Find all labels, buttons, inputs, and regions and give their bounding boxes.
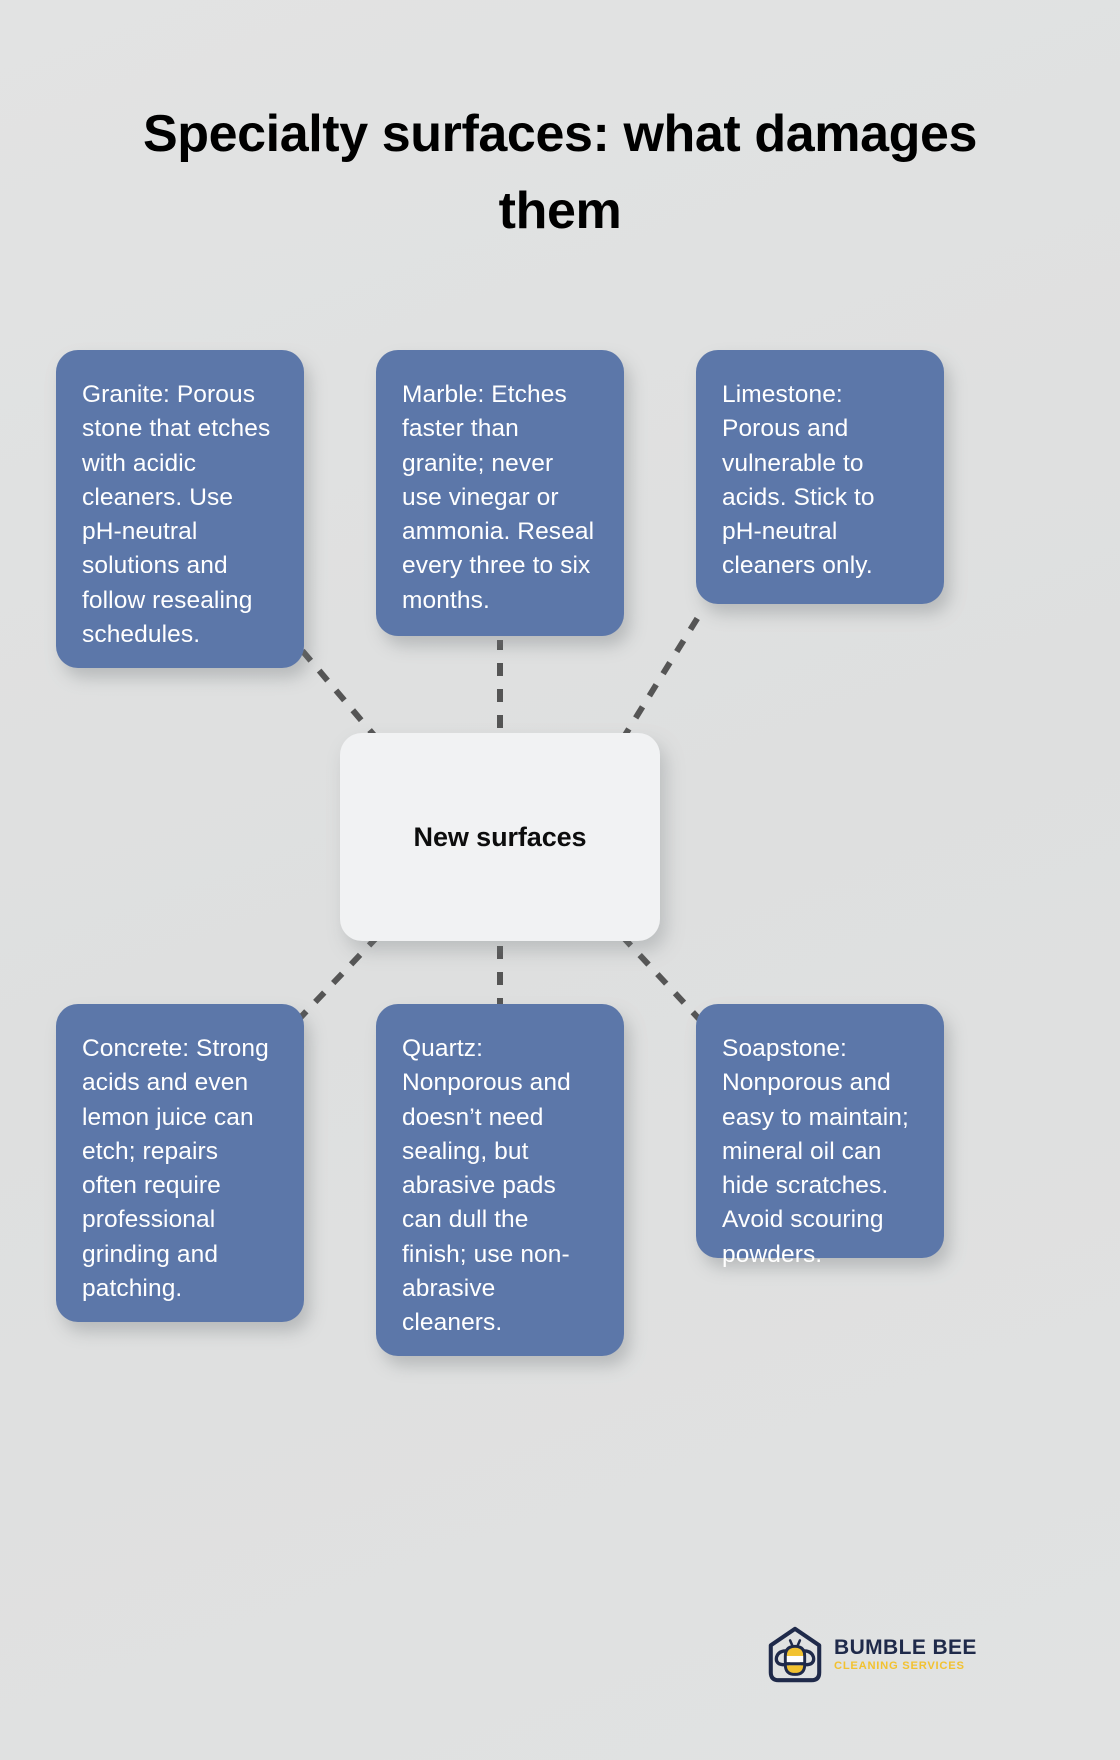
bee-in-house-icon	[768, 1626, 822, 1683]
logo-text-block: BUMBLE BEE CLEANING SERVICES	[834, 1637, 977, 1672]
card-marble: Marble: Etches faster than granite; neve…	[376, 350, 624, 636]
card-limestone: Limestone: Porous and vulnerable to acid…	[696, 350, 944, 604]
center-node: New surfaces	[340, 733, 660, 941]
connector-soapstone	[619, 933, 703, 1023]
logo-tagline: CLEANING SERVICES	[834, 1660, 965, 1673]
card-concrete: Concrete: Strong acids and even lemon ju…	[56, 1004, 304, 1322]
logo-name: BUMBLE BEE	[834, 1636, 977, 1660]
page-title: Specialty surfaces: what damages them	[142, 105, 977, 240]
card-soapstone: Soapstone: Nonporous and easy to maintai…	[696, 1004, 944, 1268]
brand-logo: BUMBLE BEE CLEANING SERVICES	[764, 1622, 984, 1688]
card-granite: Granite: Porous stone that etches with a…	[56, 350, 304, 668]
connector-concrete	[297, 933, 381, 1021]
card-quartz: Quartz: Nonporous and doesn’t need seali…	[376, 1004, 624, 1356]
connector-limestone	[619, 612, 703, 742]
connector-granite	[297, 646, 381, 742]
center-node-label: New surfaces	[413, 821, 587, 852]
